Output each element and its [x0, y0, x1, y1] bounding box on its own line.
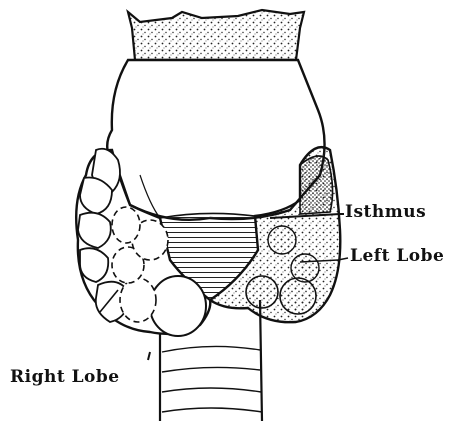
larynx-outline [107, 60, 324, 220]
right-lobe-label: Right Lobe [10, 367, 120, 387]
isthmus-label: Isthmus [345, 202, 426, 222]
left-lobe-label: Left Lobe [350, 246, 444, 266]
